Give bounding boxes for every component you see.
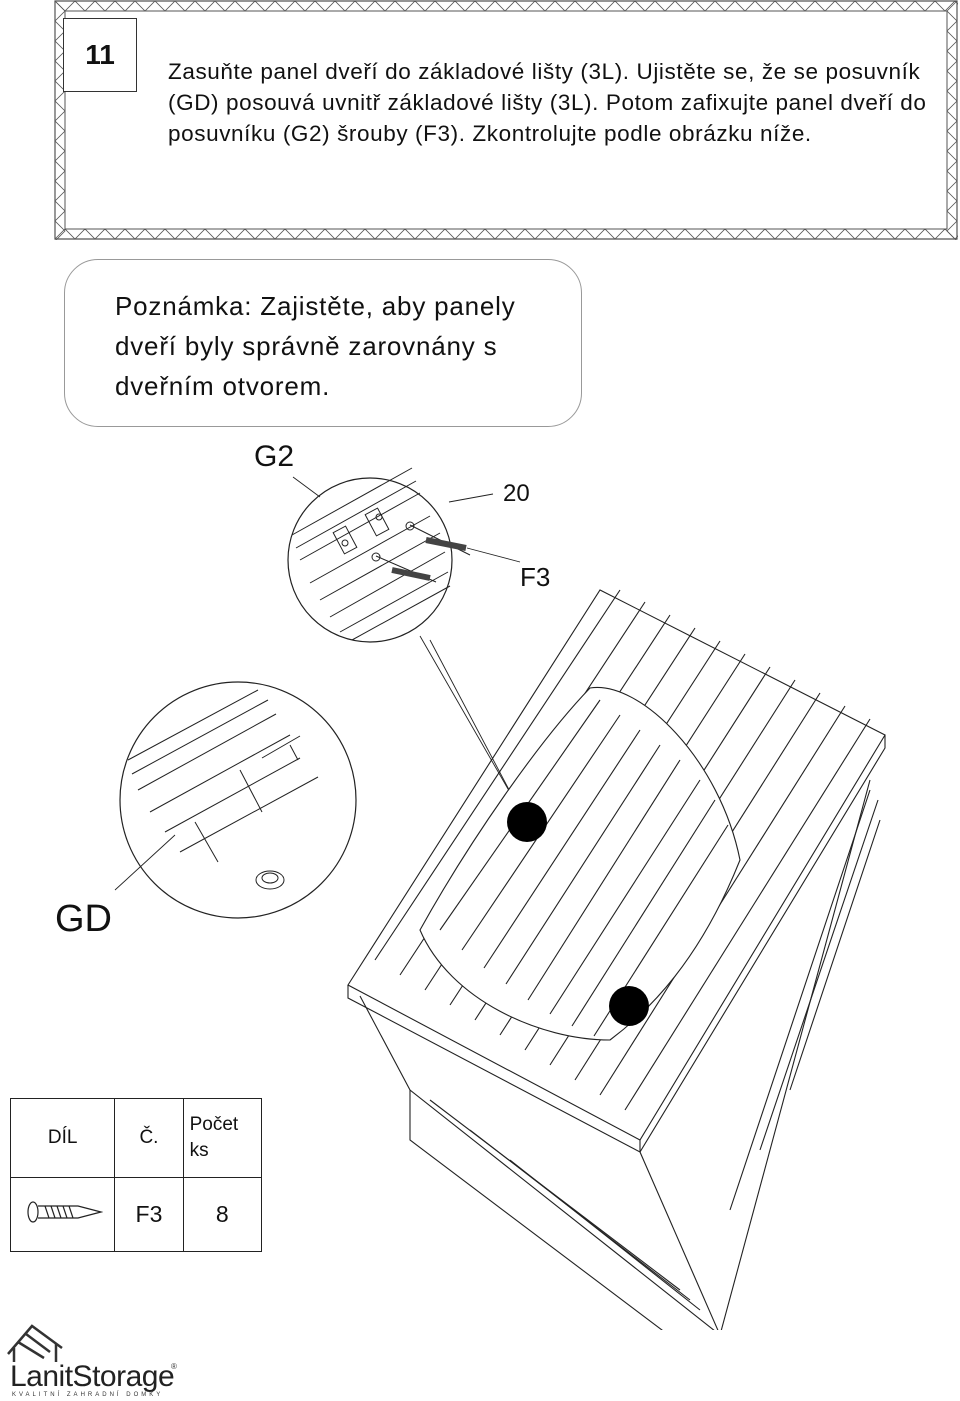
logo-name: LanitStorage <box>10 1360 175 1393</box>
logo-registered-mark: ® <box>171 1362 177 1371</box>
note-box <box>64 259 582 427</box>
marker-dot-top <box>507 802 547 842</box>
callout-f3: F3 <box>520 562 551 592</box>
parts-header-no: Č. <box>114 1098 184 1178</box>
logo-tagline: KVALITNÍ ZAHRADNÍ DOMKY <box>12 1392 164 1398</box>
marker-dot-bottom <box>609 986 649 1026</box>
assembly-drawing <box>114 467 886 1330</box>
callout-gd: GD <box>55 898 112 940</box>
zigzag-frame-decoration <box>54 0 958 240</box>
detail-g2-content <box>291 467 451 641</box>
parts-header-part: DÍL <box>9 1098 116 1178</box>
parts-row-icon <box>9 1177 116 1252</box>
note-text: Poznámka: Zajistěte, aby panely dveří by… <box>115 291 516 401</box>
detail-gd-content <box>127 689 319 890</box>
shed-drawing <box>347 589 886 1330</box>
detail-circle-g2 <box>287 477 453 643</box>
instruction-text: Zasuňte panel dveří do základové lišty (… <box>168 59 927 146</box>
parts-row-qty: 8 <box>182 1177 263 1252</box>
callout-quantity: 20 <box>503 480 530 507</box>
parts-table: DÍL Č. Počet ks F3 8 <box>9 1098 263 1252</box>
parts-header-qty: Počet ks <box>182 1098 263 1178</box>
step-number: 11 <box>63 18 137 92</box>
callout-g2: G2 <box>254 440 295 473</box>
detail-circle-gd <box>119 681 357 919</box>
parts-row-code: F3 <box>114 1177 184 1252</box>
header-frame <box>54 0 958 240</box>
screw-icon <box>371 521 471 583</box>
screw-icon <box>27 1200 104 1223</box>
lanitstorage-logo <box>7 1324 63 1362</box>
